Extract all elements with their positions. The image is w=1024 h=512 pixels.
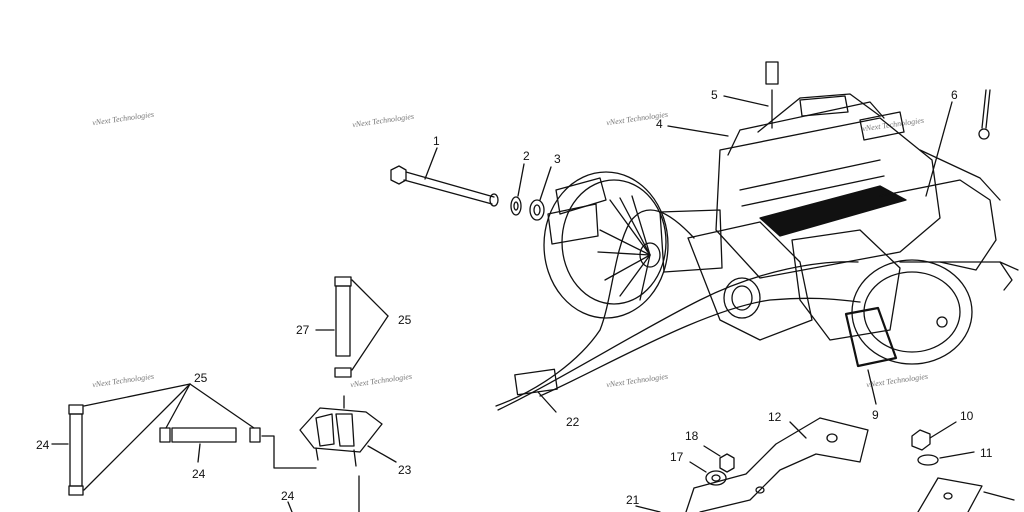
callout-6: 6: [951, 88, 958, 102]
callout-2: 2: [523, 149, 530, 163]
hose-27: [315, 276, 389, 378]
callout-labels: 1 2 3 4 5 6 9 10 11 12 17 18 21 22 23 24…: [36, 88, 993, 507]
reed-block-part: [299, 395, 397, 512]
bracket-13: [917, 477, 1015, 512]
washer-part: [510, 163, 525, 216]
callout-1: 1: [433, 134, 440, 148]
callout-4: 4: [656, 117, 663, 131]
callout-18: 18: [685, 429, 699, 443]
clutch-pulley: [543, 171, 669, 319]
nut-washer-10-11: [911, 421, 975, 466]
callout-25: 25: [194, 371, 208, 385]
callout-23: 23: [398, 463, 412, 477]
engine-assembly: [659, 61, 1019, 368]
hose-24-middle: [83, 383, 317, 491]
callout-24: 24: [36, 438, 50, 452]
nut-part: [529, 166, 552, 221]
callout-3: 3: [554, 152, 561, 166]
callout-21: 21: [626, 493, 640, 507]
callout-5: 5: [711, 88, 718, 102]
callout-9: 9: [872, 408, 879, 422]
rod-part: [925, 89, 991, 197]
callout-12: 12: [768, 410, 782, 424]
leader-5: [723, 95, 769, 107]
callout-10: 10: [960, 409, 974, 423]
callout-24: 24: [192, 467, 206, 481]
leader-9: [867, 369, 877, 405]
bolt-part: [390, 147, 499, 207]
leader-4: [667, 125, 729, 137]
leader-21: [635, 505, 661, 512]
callout-11: 11: [980, 446, 993, 460]
callout-17: 17: [670, 450, 684, 464]
callout-25: 25: [398, 313, 412, 327]
nut-washer-17-18: [689, 445, 735, 486]
callout-27: 27: [296, 323, 310, 337]
wiring-harness: [495, 209, 861, 413]
hose-24-left: [51, 404, 84, 496]
callout-24: 24: [281, 489, 295, 503]
callout-22: 22: [566, 415, 580, 429]
bracket-12: [685, 417, 869, 512]
